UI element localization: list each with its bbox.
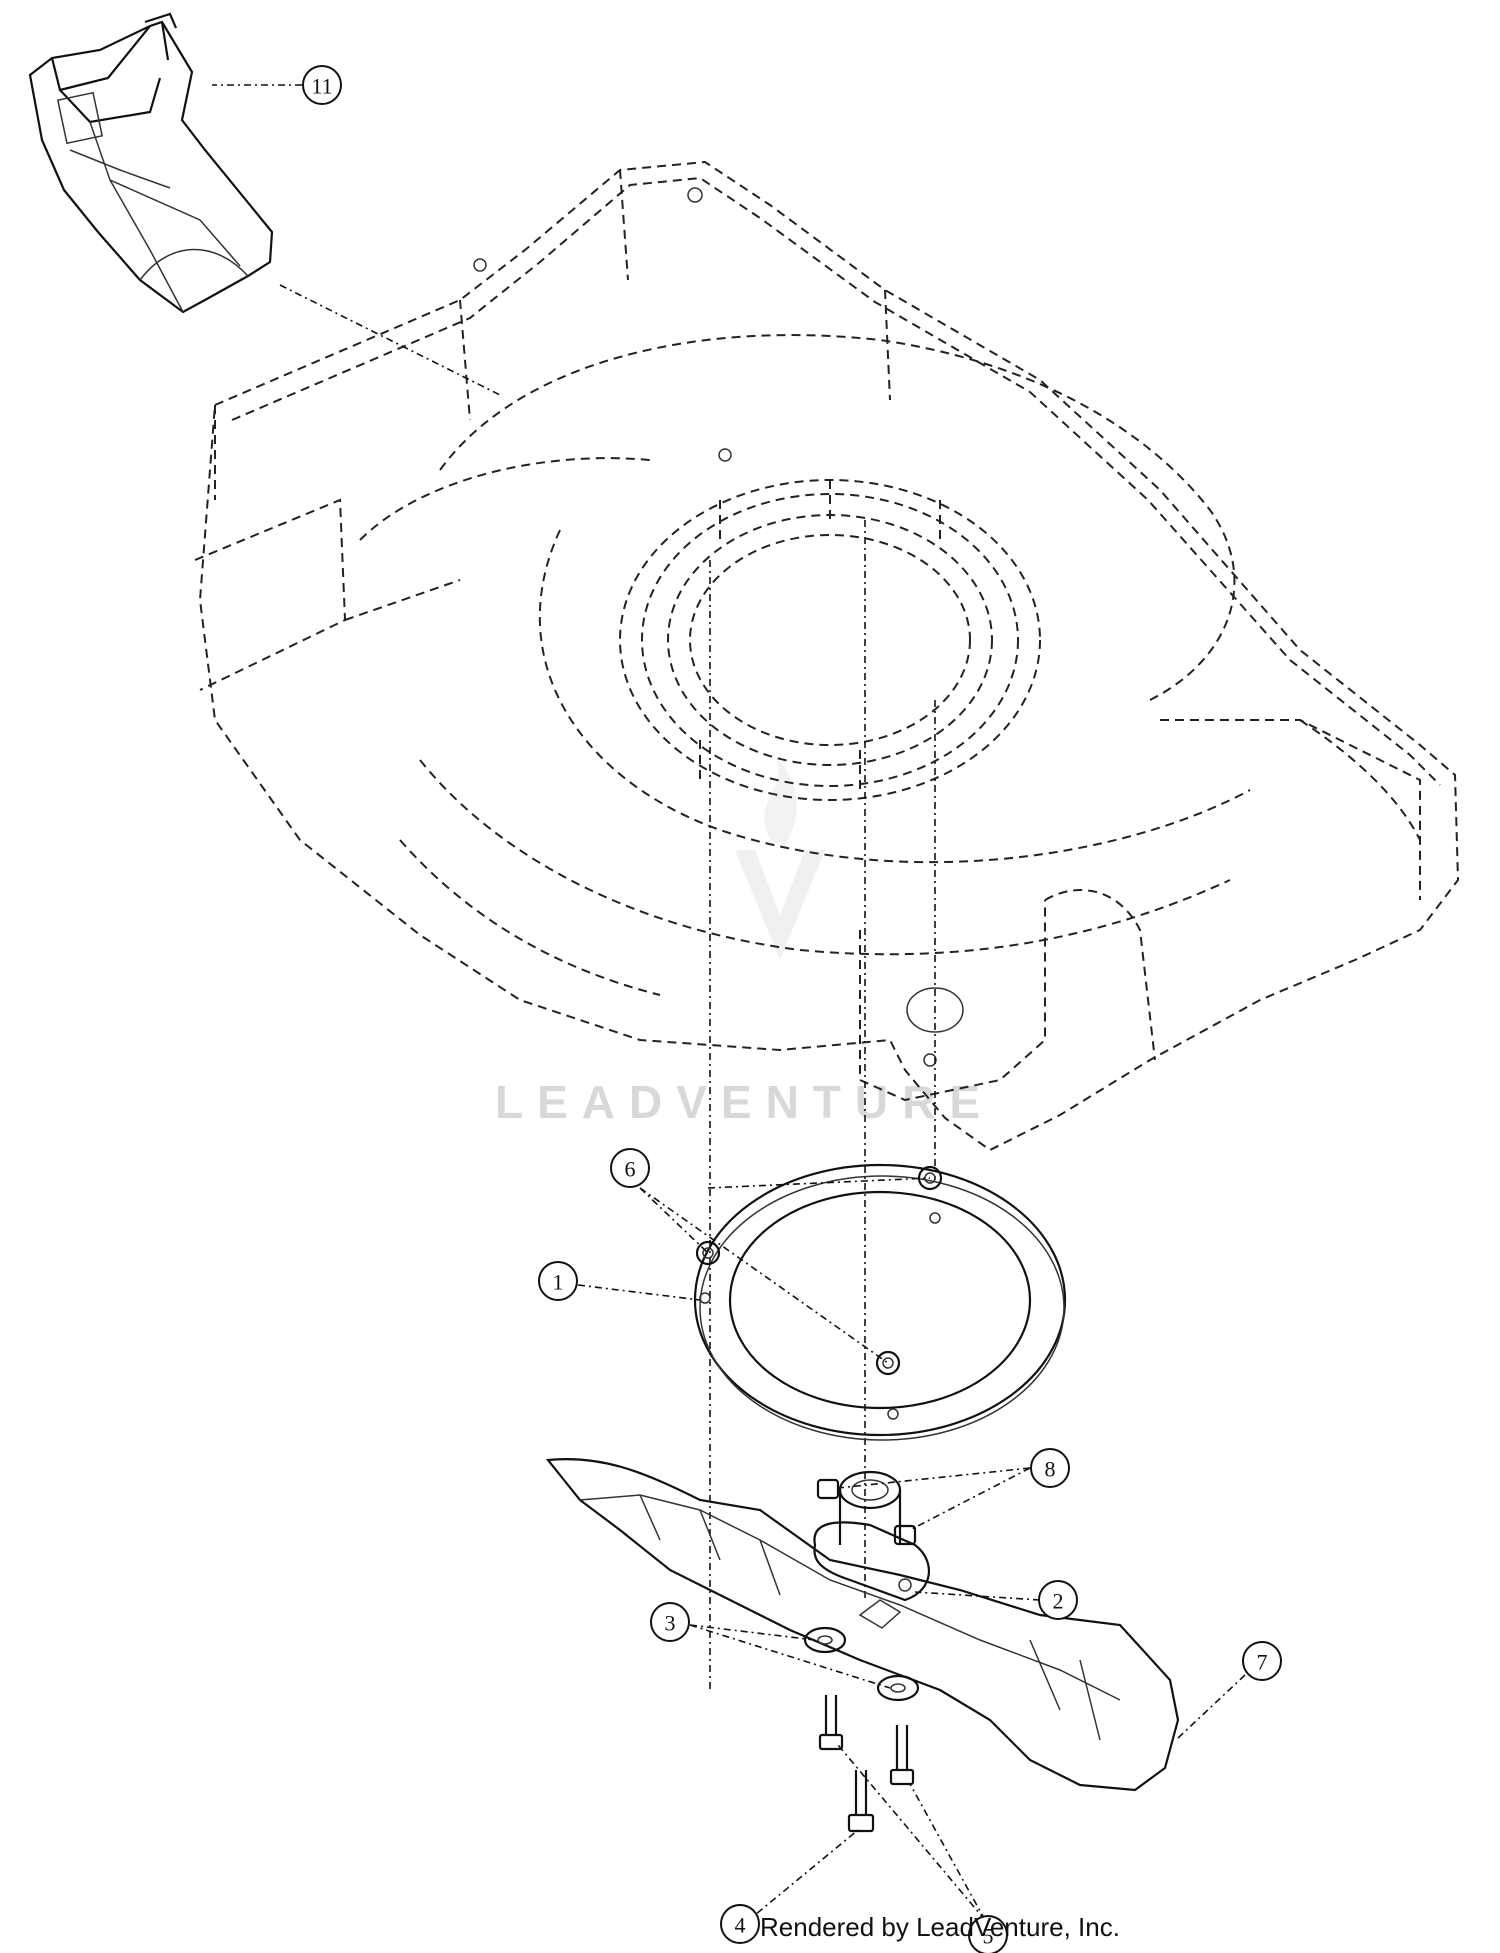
- watermark-logo: [735, 755, 825, 960]
- callout-3: 3: [650, 1602, 690, 1642]
- adapter-bolt-right: [893, 1524, 917, 1546]
- watermark-text: LEADVENTURE: [495, 1076, 994, 1128]
- callout-6: 6: [610, 1148, 650, 1188]
- callout-8: 8: [1030, 1448, 1070, 1488]
- callout-3-label: 3: [665, 1611, 676, 1636]
- callout-5-label: 5: [983, 1924, 994, 1949]
- callout-7-label: 7: [1257, 1650, 1268, 1675]
- mower-deck: [194, 160, 1460, 1152]
- callout-5: 5: [968, 1915, 1008, 1953]
- bolts: [818, 1695, 915, 1833]
- callout-4-label: 4: [735, 1913, 746, 1938]
- adapter-bolt-left: [816, 1478, 840, 1500]
- nut-upper-left: [695, 1240, 721, 1266]
- leader-lines: [212, 84, 1246, 1925]
- baffle-ring: [693, 1163, 1067, 1441]
- callout-6-label: 6: [625, 1157, 636, 1182]
- credit-text: Rendered by LeadVenture, Inc.: [760, 1912, 1120, 1942]
- washers: [803, 1626, 920, 1702]
- callout-8-label: 8: [1045, 1457, 1056, 1482]
- discharge-chute: [28, 12, 274, 314]
- blade-adapter: [813, 1470, 930, 1602]
- callout-4: 4: [720, 1904, 760, 1944]
- callout-11: 11: [302, 65, 342, 105]
- callout-1-label: 1: [553, 1270, 564, 1295]
- mower-blade: [545, 1457, 1180, 1792]
- callout-1: 1: [538, 1261, 578, 1301]
- callout-2: 2: [1038, 1580, 1078, 1620]
- callout-11-label: 11: [311, 74, 332, 99]
- callout-2-label: 2: [1053, 1589, 1064, 1614]
- nut-top: [917, 1165, 943, 1191]
- nut-lower: [875, 1350, 901, 1376]
- callout-7: 7: [1242, 1641, 1282, 1681]
